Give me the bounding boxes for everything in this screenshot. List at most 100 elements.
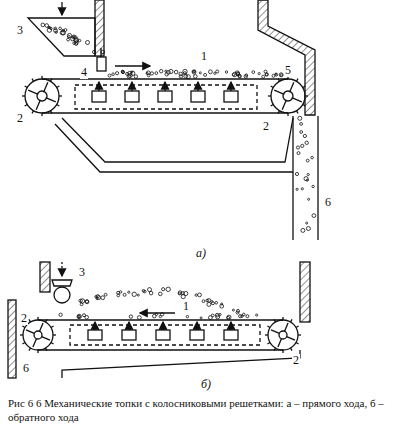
- air-arrow: [94, 322, 95, 330]
- coal-piece: [264, 70, 267, 73]
- coal-piece: [78, 315, 81, 318]
- coal-piece: [308, 198, 310, 200]
- coal-piece: [96, 295, 99, 298]
- sprocket-tooth: [297, 79, 299, 82]
- coal-piece: [116, 72, 119, 75]
- coal-piece: [184, 74, 188, 78]
- coal-piece: [215, 302, 218, 305]
- sprocket-hub: [279, 331, 287, 339]
- callout-number: 3: [16, 24, 24, 37]
- sprocket-tooth: [303, 86, 306, 88]
- coal-piece: [304, 177, 308, 181]
- coal-piece: [306, 159, 309, 162]
- coal-piece: [244, 75, 247, 78]
- sprocket-hub: [37, 91, 47, 101]
- coal-piece: [311, 156, 314, 159]
- coal-piece: [300, 131, 303, 134]
- air-arrow: [196, 322, 197, 330]
- coal-piece: [252, 71, 255, 74]
- coal-piece: [207, 299, 211, 303]
- subfigure-label: а): [195, 247, 207, 260]
- sprocket-spoke: [282, 100, 286, 110]
- coal-piece: [108, 74, 111, 77]
- coal-piece: [148, 288, 152, 292]
- coal-piece: [119, 291, 121, 293]
- coal-piece: [162, 288, 165, 291]
- coal-piece: [301, 228, 305, 232]
- coal-piece: [117, 294, 120, 297]
- coal-piece: [219, 313, 221, 315]
- air-box: [122, 330, 136, 340]
- sprocket-spoke: [36, 100, 40, 110]
- coal-piece: [67, 33, 71, 37]
- hopper: [28, 18, 95, 56]
- coal-piece: [112, 73, 115, 76]
- coal-piece: [303, 134, 306, 137]
- sprocket-hub: [283, 91, 293, 101]
- ash-hopper-outer: [55, 124, 293, 172]
- sprocket-tooth: [278, 79, 280, 82]
- coal-piece: [101, 296, 105, 300]
- sprocket-tooth: [303, 105, 306, 107]
- coal-piece: [85, 300, 89, 304]
- coal-piece: [307, 173, 309, 175]
- sprocket-tooth: [29, 348, 31, 351]
- callout-number: 1: [182, 300, 190, 313]
- sprocket-spoke: [33, 339, 37, 347]
- rear-wall: [300, 262, 310, 322]
- callout-number: 6: [324, 196, 332, 209]
- sprocket-spoke: [278, 339, 282, 347]
- coal-piece: [227, 315, 231, 319]
- air-arrow: [131, 82, 132, 91]
- coal-piece: [83, 314, 86, 317]
- coal-piece: [79, 299, 82, 302]
- coal-piece: [214, 72, 216, 74]
- grate-bottom: [42, 112, 288, 113]
- sprocket-spoke: [285, 323, 289, 331]
- air-box: [158, 91, 172, 102]
- rear-wall: [258, 0, 315, 115]
- sprocket-spoke: [290, 82, 294, 92]
- coal-piece: [262, 75, 265, 78]
- sprocket-tooth: [37, 350, 38, 353]
- coal-piece: [215, 313, 219, 317]
- sprocket-tooth: [278, 111, 280, 114]
- coal-piece: [41, 23, 45, 27]
- coal-piece: [121, 70, 123, 72]
- sprocket-tooth: [274, 348, 276, 351]
- coal-piece: [132, 292, 136, 296]
- sprocket-tooth: [29, 319, 31, 322]
- coal-piece: [232, 309, 234, 311]
- coal-piece: [68, 35, 71, 38]
- sprocket-spoke: [40, 323, 44, 331]
- coal-piece: [239, 315, 242, 318]
- coal-piece: [220, 304, 224, 308]
- coal-piece: [129, 315, 132, 318]
- air-arrow: [230, 82, 231, 91]
- coal-piece: [297, 152, 300, 155]
- sprocket-tooth: [25, 86, 28, 88]
- sprocket-spoke: [26, 330, 34, 334]
- coal-piece: [256, 314, 258, 316]
- ash-hopper: [62, 350, 300, 378]
- coal-piece: [275, 73, 278, 76]
- coal-piece: [225, 71, 227, 73]
- feed-arrow: [61, 2, 62, 15]
- sprocket-spoke: [287, 337, 295, 341]
- sprocket-tooth: [25, 105, 28, 107]
- grate-bottom: [38, 349, 283, 350]
- coal-piece: [74, 36, 77, 39]
- sprocket-tooth: [41, 113, 42, 116]
- coal-piece: [155, 72, 158, 75]
- coal-piece: [198, 293, 202, 297]
- sprocket-tooth: [267, 326, 270, 328]
- coal-piece: [174, 70, 178, 74]
- callout-number: 6: [22, 362, 30, 375]
- coal-piece: [306, 227, 310, 231]
- air-box: [125, 91, 139, 102]
- slag-shaft: [317, 116, 318, 240]
- coal-piece: [211, 314, 214, 317]
- coal-piece: [67, 38, 70, 41]
